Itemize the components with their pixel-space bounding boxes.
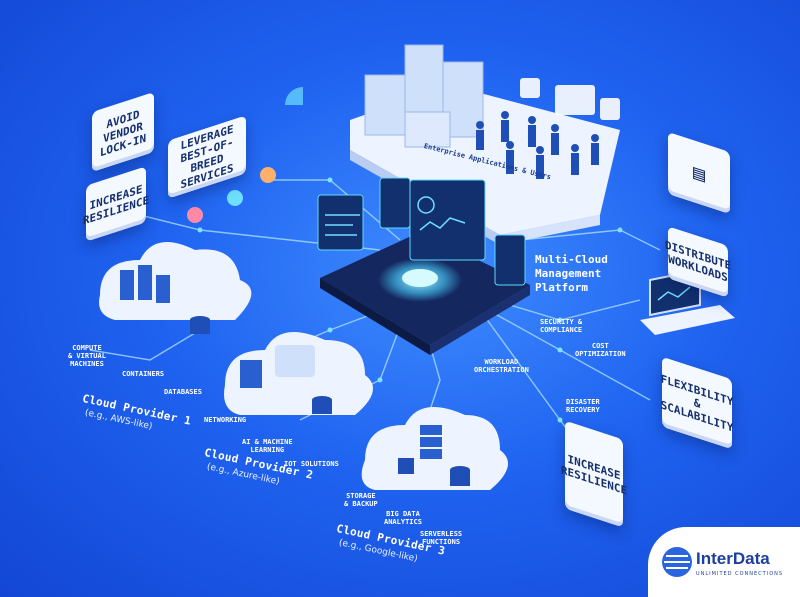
feature-security-compliance: Security & Compliance	[540, 318, 583, 334]
logo-name: InterData	[696, 549, 770, 568]
service-databases: Databases	[164, 388, 202, 396]
interdata-logo[interactable]: InterData UNLIMITED CONNECTIONS	[648, 527, 800, 597]
decorative-orbs	[187, 87, 303, 223]
service-compute-vms: Compute & Virtual Machines	[68, 344, 106, 368]
feature-disaster-recovery: Disaster Recovery	[566, 398, 600, 414]
service-storage-backup: Storage & Backup	[344, 492, 378, 508]
server-rack-icon: ▤	[692, 158, 706, 187]
globe-logo-icon	[662, 547, 692, 577]
platform-title: Multi-Cloud Management Platform	[535, 253, 608, 294]
feature-workload-orchestration: Workload Orchestration	[474, 358, 529, 374]
management-platform-device	[317, 177, 530, 355]
service-serverless: Serverless Functions	[420, 530, 463, 546]
service-containers: Containers	[122, 370, 165, 378]
cloud-provider-3-graphic	[361, 407, 508, 490]
feature-cost-optimization: Cost Optimization	[575, 342, 626, 358]
logo-tagline: UNLIMITED CONNECTIONS	[696, 571, 784, 577]
service-ai-ml: AI & Machine Learning	[242, 438, 293, 454]
service-networking: Networking	[204, 416, 247, 424]
service-iot: IoT Solutions	[284, 460, 339, 468]
benefit-increase-resilience-right: Increase Resilience	[561, 420, 627, 528]
cloud-provider-1-graphic	[99, 242, 252, 334]
cloud-provider-2-graphic	[224, 332, 373, 415]
service-big-data: Big Data Analytics	[384, 510, 422, 526]
